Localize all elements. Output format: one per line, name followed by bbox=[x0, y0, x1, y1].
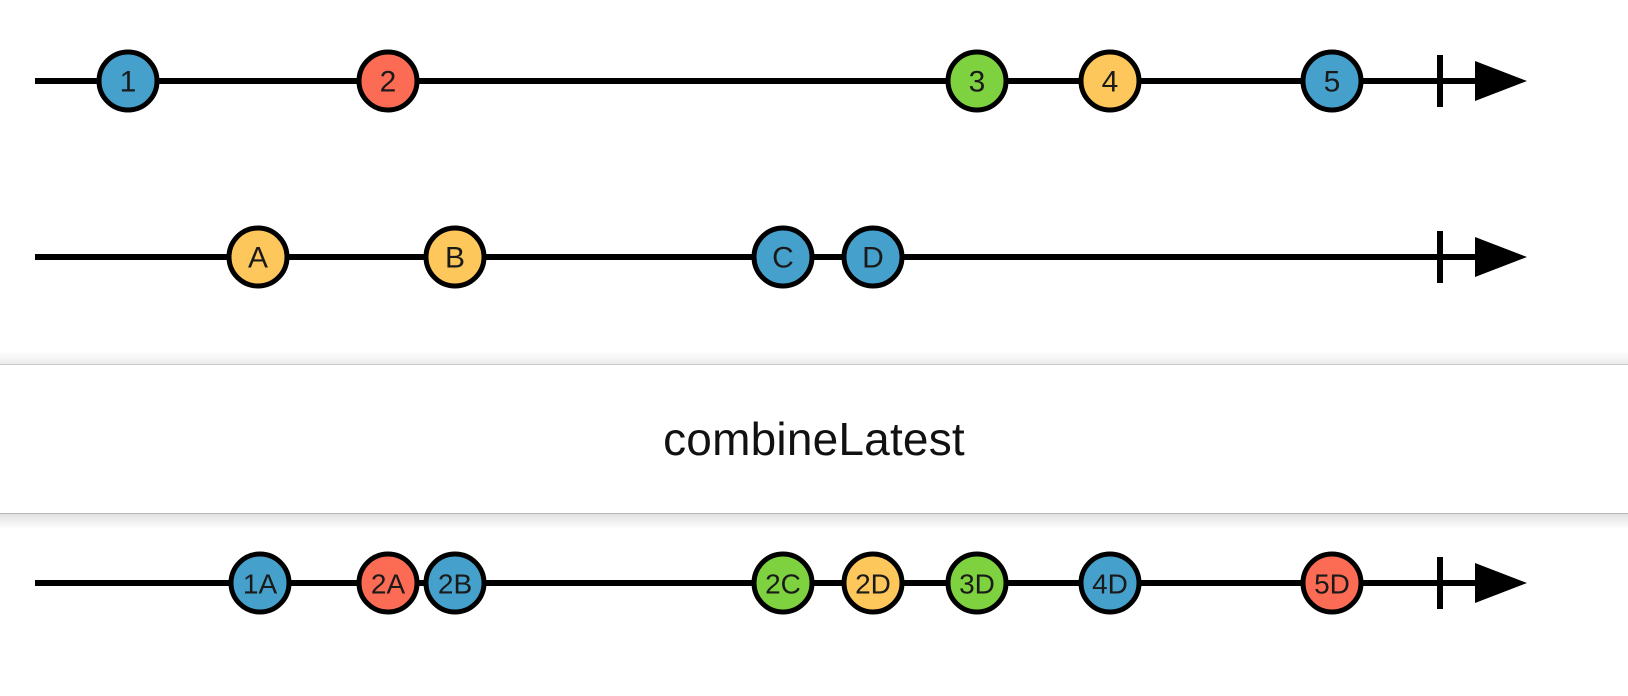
marble[interactable]: 5D bbox=[1300, 551, 1364, 615]
marble[interactable]: A bbox=[226, 225, 290, 289]
marble[interactable]: 1A bbox=[228, 551, 292, 615]
marble[interactable]: 2 bbox=[356, 49, 420, 113]
timeline-arrowhead bbox=[1475, 563, 1527, 603]
marble-circle bbox=[356, 49, 420, 113]
marble[interactable]: 4D bbox=[1078, 551, 1142, 615]
marble-circle bbox=[841, 551, 905, 615]
marble[interactable]: 3D bbox=[945, 551, 1009, 615]
marble-circle bbox=[751, 551, 815, 615]
marble[interactable]: 2C bbox=[751, 551, 815, 615]
operator-band: combineLatest bbox=[0, 351, 1628, 529]
marble-circle bbox=[1078, 49, 1142, 113]
marble[interactable]: B bbox=[423, 225, 487, 289]
marble[interactable]: 2B bbox=[423, 551, 487, 615]
marble-circle bbox=[96, 49, 160, 113]
marble-circle bbox=[751, 225, 815, 289]
marble[interactable]: 2A bbox=[356, 551, 420, 615]
marble[interactable]: 5 bbox=[1300, 49, 1364, 113]
marble-circle bbox=[945, 551, 1009, 615]
operator-name-label: combineLatest bbox=[663, 413, 965, 465]
timeline-source-numbers: 1 2 3 4 5 bbox=[35, 49, 1527, 113]
marble[interactable]: 4 bbox=[1078, 49, 1142, 113]
marble-circle bbox=[226, 225, 290, 289]
marble-circle bbox=[228, 551, 292, 615]
marble-circle bbox=[1300, 49, 1364, 113]
marble-circle bbox=[1078, 551, 1142, 615]
timeline-arrowhead bbox=[1475, 61, 1527, 101]
marble[interactable]: 1 bbox=[96, 49, 160, 113]
marble-circle bbox=[356, 551, 420, 615]
marble-circle bbox=[945, 49, 1009, 113]
marble-circle bbox=[1300, 551, 1364, 615]
marble-circle bbox=[423, 551, 487, 615]
marble[interactable]: 2D bbox=[841, 551, 905, 615]
marble[interactable]: C bbox=[751, 225, 815, 289]
marble-circle bbox=[423, 225, 487, 289]
timeline-arrowhead bbox=[1475, 237, 1527, 277]
marble[interactable]: 3 bbox=[945, 49, 1009, 113]
marble-circle bbox=[841, 225, 905, 289]
marble[interactable]: D bbox=[841, 225, 905, 289]
